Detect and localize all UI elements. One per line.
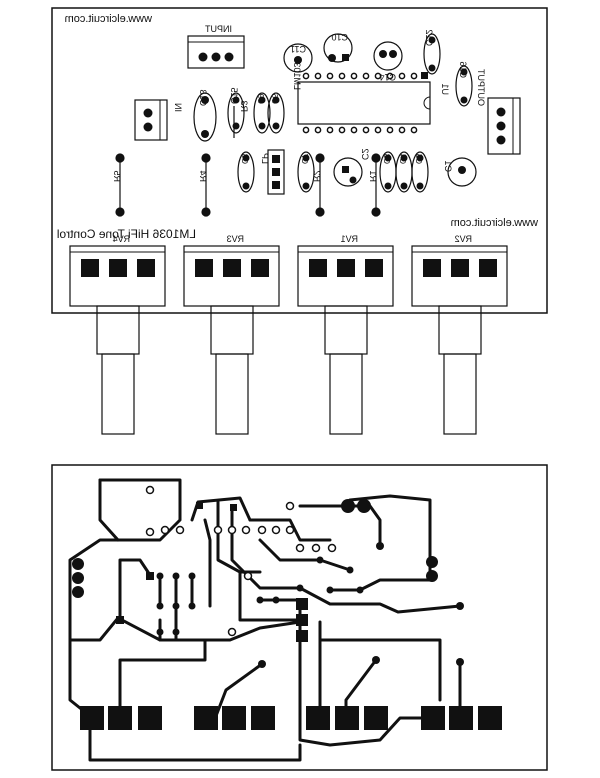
r2-label: R2 <box>312 170 322 182</box>
in-connector: IN <box>134 99 183 141</box>
pot-rv1: RV1 <box>297 234 394 435</box>
pad-rv3-2 <box>222 706 246 730</box>
u1-label: U1 <box>440 83 450 95</box>
c16-label: C16 <box>458 61 468 78</box>
pad-rv4-1 <box>80 706 104 730</box>
r3-label: R3 <box>239 100 249 112</box>
pad-rv4-2 <box>108 706 132 730</box>
cap-c15 <box>227 92 245 134</box>
cap-c11: C11 <box>283 43 313 73</box>
rv1-label: RV1 <box>341 234 358 244</box>
cap-c12 <box>423 33 441 75</box>
output-label: OUTPUT <box>476 69 486 107</box>
pad-rv2-3 <box>478 706 502 730</box>
c1-label: C1 <box>443 160 453 172</box>
copper-pads <box>72 499 502 730</box>
cap-c7 <box>297 151 315 193</box>
c7-label: C7 <box>300 153 309 164</box>
cap-c13 <box>193 92 217 142</box>
rv4-label: RV4 <box>113 234 130 244</box>
top-board-outline <box>51 7 548 314</box>
input-connector: INPUT <box>187 24 245 69</box>
c2-label: C2 <box>360 148 370 160</box>
component-layout-board: www.elcircuit.com www.elcircuit.com LM10… <box>51 7 548 435</box>
c4-label: C4 <box>398 153 407 164</box>
pad-rv1-3 <box>364 706 388 730</box>
r1-label: R1 <box>368 170 378 182</box>
copper-traces <box>68 478 462 762</box>
copper-vias <box>145 485 337 637</box>
cap-c16 <box>455 65 473 107</box>
jumper-lp: LP <box>260 149 285 195</box>
input-label: INPUT <box>204 24 232 34</box>
c8-label: C8 <box>240 153 249 164</box>
pot-rv4: RV4 <box>69 234 166 435</box>
cap-c6 <box>267 92 285 134</box>
board-title: LM1036 HiFi Tone Control <box>57 227 196 241</box>
cap-c9 <box>253 92 271 134</box>
c14-label: C14 <box>379 72 396 82</box>
pad-rv3-1 <box>194 706 218 730</box>
pot-rv3: RV3 <box>183 234 280 435</box>
lm1036-label: LM1036 <box>292 57 302 90</box>
c9-label: C9 <box>256 93 265 104</box>
c3-label: C3 <box>382 153 391 164</box>
rv2-label: RV2 <box>455 234 472 244</box>
pad-rv1-1 <box>306 706 330 730</box>
website-label-top: www.elcircuit.com <box>65 13 153 25</box>
ic-u1: U1 LM1036 <box>292 57 450 134</box>
cap-c8 <box>237 151 255 193</box>
cap-c5 <box>411 151 429 193</box>
c12-label: C12 <box>424 29 434 46</box>
c6-label: C6 <box>270 93 279 104</box>
c15-label: C15 <box>229 87 239 104</box>
cap-c10: C10 <box>323 32 353 63</box>
r4-label: R4 <box>198 170 208 182</box>
pad-rv1-2 <box>335 706 359 730</box>
pad-rv3-3 <box>251 706 275 730</box>
cap-c14: C14 <box>373 41 403 82</box>
cap-c1: C1 <box>443 157 477 187</box>
copper-layer-board <box>51 464 548 771</box>
in-label: IN <box>173 103 183 112</box>
cap-c2: C2 <box>333 148 370 187</box>
r5-label: R5 <box>112 170 122 182</box>
pad-rv2-1 <box>421 706 445 730</box>
c5-label: C5 <box>414 153 423 164</box>
pot-rv2: RV2 <box>411 234 508 435</box>
rv3-label: RV3 <box>227 234 244 244</box>
output-connector: OUTPUT <box>476 69 521 155</box>
c13-label: C13 <box>198 89 208 106</box>
c11-label: C11 <box>290 44 306 54</box>
bottom-board-outline <box>51 464 548 771</box>
c10-label: C10 <box>331 32 348 42</box>
pad-rv2-2 <box>449 706 473 730</box>
pad-rv4-3 <box>138 706 162 730</box>
lp-label: LP <box>260 153 270 164</box>
website-label-bottom: www.elcircuit.com <box>451 217 539 229</box>
